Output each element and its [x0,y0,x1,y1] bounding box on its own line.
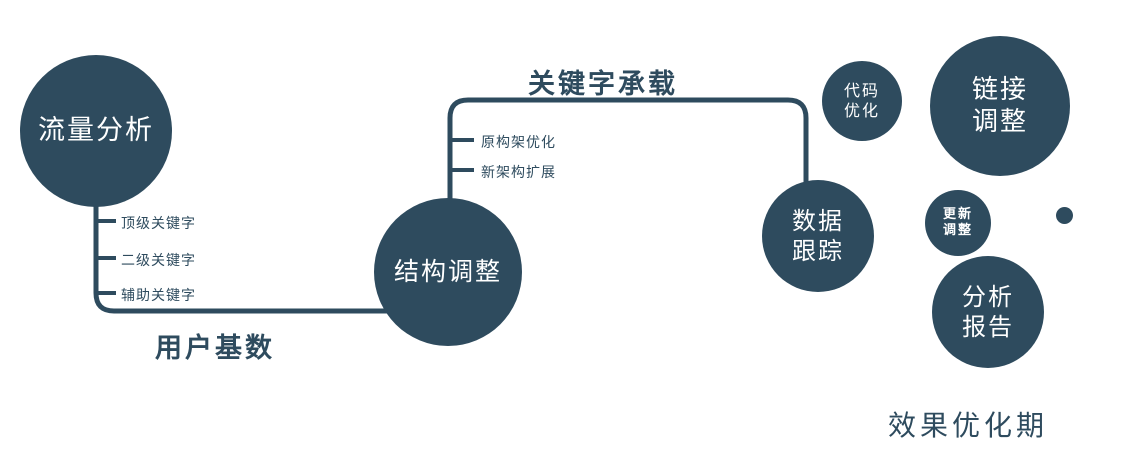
node-update-adjustment: 更新 调整 [925,190,991,256]
structure-branch-ticks [450,138,474,172]
node-structure-adjustment: 结构调整 [374,198,522,346]
node-code-optimization: 代码 优化 [822,61,902,141]
node-analysis-report: 分析 报告 [932,256,1044,368]
branch-label-new-framework: 新架构扩展 [481,165,556,181]
traffic-branch-ticks [96,219,116,295]
phase-label: 效果优化期 [888,409,1049,442]
node-data-tracking: 数据 跟踪 [762,180,874,292]
branch-label-original-framework: 原构架优化 [481,135,556,151]
small-dot-marker [1056,207,1073,224]
node-link-adjustment: 链接 调整 [930,36,1070,176]
edge-label-keyword-bearing: 关键字承载 [528,69,678,100]
branch-label-top-keywords: 顶级关键字 [121,216,196,232]
branch-label-second-keywords: 二级关键字 [121,253,196,269]
branch-label-aux-keywords: 辅助关键字 [121,288,196,304]
edge-label-user-base: 用户基数 [155,333,275,364]
node-traffic-analysis: 流量分析 [20,55,172,207]
